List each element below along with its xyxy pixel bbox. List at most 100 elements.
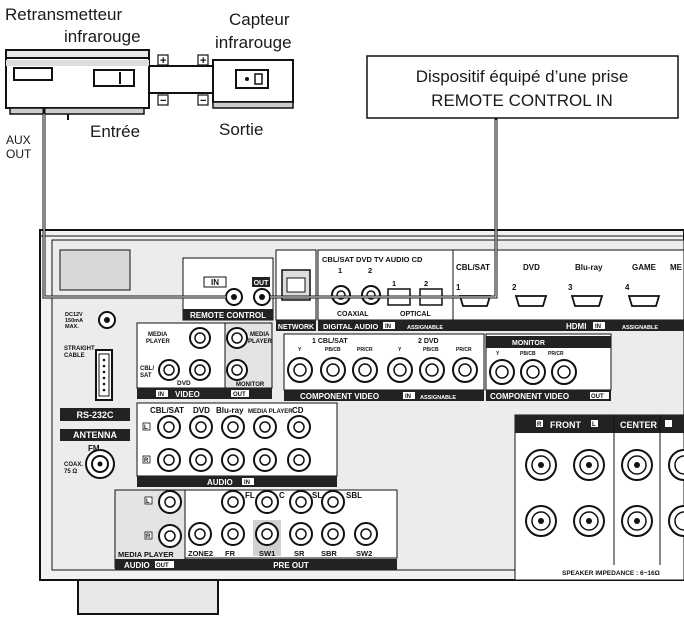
video-mp-out-1: MEDIA [250, 332, 270, 338]
hdmi-num-2: 2 [512, 283, 517, 292]
comp-pr-2: PR/CR [456, 347, 472, 353]
hdmi-num-3: 3 [568, 283, 573, 292]
dc12v-line-3: MAX. [65, 324, 79, 330]
pre-out-label: PRE OUT [273, 561, 309, 570]
component-video-out: MONITOR Y PB/CB PR/CR COMPONENT VIDEO OU… [485, 333, 612, 401]
pre-sr: SR [294, 549, 305, 558]
hdmi-input-3: Blu-ray [575, 263, 603, 272]
digital-num-2a: 2 [368, 266, 372, 275]
hdmi-num-4: 4 [625, 283, 630, 292]
comp-pr-3: PR/CR [548, 351, 564, 357]
cable-inner [43, 110, 497, 298]
comp-pb-3: PB/CB [520, 351, 536, 357]
video-cbl-1: CBL/ [140, 366, 154, 372]
remote-control-block: IN OUT REMOTE CONTROL [182, 257, 274, 321]
pre-sbl: SBL [346, 491, 362, 500]
hdmi-input-5: ME [670, 263, 683, 272]
center-label: CENTER [620, 420, 658, 430]
pre-sw1: SW1 [259, 549, 275, 558]
speaker-block: R FRONT L CENTER SPEAKER IMPEDANCE : 6~1… [514, 414, 684, 581]
dc12v-line-2: 150mA [65, 318, 83, 324]
audio-in-label: AUDIO [207, 478, 233, 487]
rs232c-label: RS-232C [76, 410, 114, 420]
audio-col-5: CD [292, 406, 304, 415]
video-block: MEDIA PLAYER MEDIA PLAYER CBL/ SAT DVD M… [136, 322, 273, 399]
pre-c: C [279, 491, 285, 500]
video-in-tag: IN [158, 392, 164, 398]
comp-in-tag: IN [405, 394, 411, 400]
speaker-impedance: SPEAKER IMPEDANCE : 6~16Ω [562, 570, 660, 577]
comp-out-label: COMPONENT VIDEO [490, 392, 569, 401]
aux-label: AUX [6, 133, 31, 147]
antenna-label: ANTENNA [73, 430, 117, 440]
hdmi-block: CBL/SAT DVD Blu-ray GAME ME 1 2 3 4 HDMI… [452, 249, 684, 331]
comp-out-tag: OUT [591, 394, 604, 400]
hdmi-input-4: GAME [632, 263, 657, 272]
plus-marker-right: + [200, 55, 206, 67]
digital-assignable: ASSIGNABLE [407, 325, 443, 331]
digital-audio-block: CBL/SAT DVD TV AUDIO CD 1 2 1 2 COAXIAL … [317, 249, 454, 331]
component-video-in: 1 CBL/SAT 2 DVD Y PB/CB PR/CR Y PB/CB PR… [283, 333, 485, 401]
ir-retransmitter [5, 49, 150, 115]
sensor-label-1: Capteur [229, 10, 290, 29]
digital-in-tag: IN [385, 324, 391, 330]
remote-control-label: REMOTE CONTROL [190, 311, 266, 320]
retransmitter-label-1: Retransmetteur [5, 5, 122, 24]
straight-cable-1: STRAIGHT [64, 346, 95, 352]
hdmi-input-2: DVD [523, 263, 540, 272]
video-out-tag: OUT [233, 392, 246, 398]
ir-sensor [212, 59, 294, 109]
hdmi-input-1: CBL/SAT [456, 263, 490, 272]
hdmi-port-3 [570, 295, 604, 307]
network-block: NETWORK [275, 249, 317, 331]
front-r-tag: R [537, 422, 542, 428]
straight-cable-2: CABLE [64, 353, 85, 359]
video-mp-1: MEDIA [148, 332, 168, 338]
fm-label: FM [88, 444, 100, 453]
audio-col-4: MEDIA PLAYER [248, 409, 293, 415]
optical-label: OPTICAL [400, 311, 431, 318]
audio-out-r: R [146, 534, 151, 540]
hdmi-port-4 [627, 295, 661, 307]
remote-device-callout: Dispositif équipé d’une prise REMOTE CON… [366, 55, 679, 119]
hdmi-port-2 [514, 295, 548, 307]
audio-out-l: L [146, 499, 150, 505]
video-mp-2: PLAYER [146, 339, 170, 345]
remote-out-label: OUT [254, 280, 270, 287]
video-label: VIDEO [175, 390, 200, 399]
callout-line-1: Dispositif équipé d’une prise [416, 67, 629, 86]
audio-out-mp-label: MEDIA PLAYER [118, 550, 174, 559]
audio-col-1: CBL/SAT [150, 406, 184, 415]
comp-y-2: Y [398, 347, 402, 353]
pre-sw2: SW2 [356, 549, 372, 558]
pre-sbr: SBR [321, 549, 337, 558]
left-column: DC12V 150mA MAX. STRAIGHT CABLE RS-232C … [59, 249, 131, 479]
dc12v-line-1: DC12V [65, 312, 83, 318]
pre-zone2: ZONE2 [188, 549, 213, 558]
video-cbl-2: SAT [140, 373, 152, 379]
audio-out-tag: OUT [156, 563, 169, 569]
input-label: Entrée [90, 122, 140, 141]
digital-header: CBL/SAT DVD TV AUDIO CD [322, 255, 423, 264]
pre-fr: FR [225, 549, 236, 558]
pre-out-block: FL C SL SBL ZONE2 FR SW1 SR SBR SW2 PRE … [184, 489, 398, 570]
rs232c-port [95, 349, 113, 401]
polarity-markers: + + − − [157, 54, 209, 107]
comp-y-3: Y [496, 351, 500, 357]
coaxial-label: COAXIAL [337, 311, 369, 318]
comp-monitor-title: MONITOR [512, 340, 545, 347]
audio-in-tag: IN [244, 480, 250, 486]
output-label: Sortie [219, 120, 263, 139]
front-l-tag: L [592, 422, 596, 428]
audio-l-tag: L [144, 425, 148, 431]
audio-in-block: CBL/SAT DVD Blu-ray MEDIA PLAYER CD L R … [136, 402, 338, 487]
hdmi-assignable: ASSIGNABLE [622, 325, 658, 331]
comp-assignable: ASSIGNABLE [420, 395, 456, 401]
comp-y-1: Y [298, 347, 302, 353]
comp-pr-1: PR/CR [357, 347, 373, 353]
digital-num-1b: 1 [392, 279, 396, 288]
coax-label-2: 75 Ω [64, 469, 77, 475]
ir-wires [149, 65, 213, 94]
comp-pb-1: PB/CB [325, 347, 341, 353]
front-label: FRONT [550, 420, 581, 430]
